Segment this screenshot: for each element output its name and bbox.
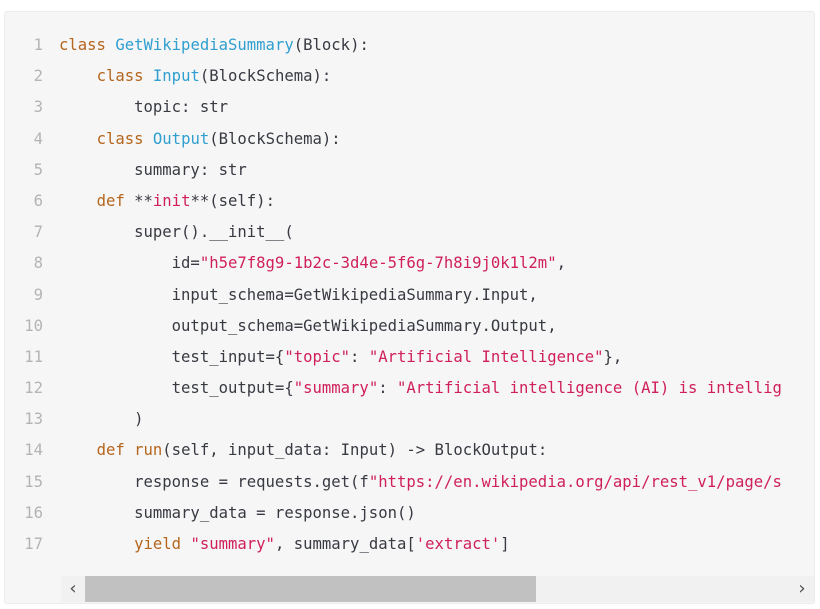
line-number: 6	[33, 191, 43, 210]
line-number: 3	[33, 98, 43, 117]
code-token: **	[134, 191, 153, 210]
code-line: 1 class GetWikipediaSummary(Block):	[5, 30, 814, 61]
code-token: "Artificial intelligence (AI) is intelli…	[397, 379, 782, 398]
code-token: class	[96, 129, 153, 148]
code-line: 6 def **init**(self):	[5, 186, 814, 217]
code-line: 16 summary_data = response.json()	[5, 498, 814, 529]
code-line: 8 id="h5e7f8g9-1b2c-3d4e-5f6g-7h8i9j0k1l…	[5, 248, 814, 279]
code-block: 1 class GetWikipediaSummary(Block): 2 clas…	[4, 11, 815, 604]
code-token: "summary"	[293, 379, 379, 398]
code-line: 4 class Output(BlockSchema):	[5, 124, 814, 155]
code-token: :	[350, 347, 369, 366]
line-number: 15	[24, 472, 43, 491]
code-token: yield	[134, 535, 191, 553]
code-token: Output	[152, 129, 210, 148]
line-number: 2	[33, 67, 43, 86]
code-token: "Artificial Intelligence"	[368, 347, 604, 366]
code-line: 12 test_output={"summary": "Artificial i…	[5, 373, 814, 404]
code-line: 13 )	[5, 404, 814, 435]
code-token: output_schema=GetWikipediaSummary.Output…	[59, 316, 557, 335]
code-token: (BlockSchema):	[209, 129, 341, 148]
code-token: },	[603, 347, 623, 366]
code-line: 15 response = requests.get(f"https://en.…	[5, 467, 814, 498]
line-number: 8	[33, 254, 43, 273]
scroll-right-arrow-icon[interactable]: ›	[798, 578, 806, 599]
code-token	[59, 67, 97, 85]
code-token: ]	[500, 535, 510, 553]
code-line: 9 input_schema=GetWikipediaSummary.Input…	[5, 280, 814, 311]
line-number: 10	[24, 316, 43, 335]
line-number: 9	[33, 285, 43, 304]
line-number: 11	[24, 347, 43, 366]
line-number: 4	[33, 129, 43, 148]
code-token: (BlockSchema):	[199, 67, 332, 86]
code-token: "summary"	[190, 535, 275, 553]
code-token: (Block):	[293, 36, 369, 54]
code-line: 17 yield "summary", summary_data['extrac…	[5, 529, 814, 560]
code-token: class	[96, 67, 153, 86]
code-line: 2 class Input(BlockSchema):	[5, 61, 814, 92]
code-token: "https://en.wikipedia.org/api/rest_v1/pa…	[368, 472, 782, 491]
code-token: summary: str	[59, 160, 247, 179]
code-token: test_output={	[59, 379, 294, 398]
code-line: 3 topic: str	[5, 92, 814, 123]
scrollbar-thumb[interactable]	[85, 576, 537, 602]
code-token: class	[59, 36, 116, 54]
code-token: super().__init__(	[59, 223, 294, 242]
code-line: 10 output_schema=GetWikipediaSummary.Out…	[5, 311, 814, 342]
code-token: input_schema=GetWikipediaSummary.Input,	[59, 285, 538, 304]
code-token: (self, input_data: Input) -> BlockOutput…	[162, 441, 548, 460]
line-number: 16	[24, 503, 43, 522]
code-token: **(self):	[190, 191, 275, 210]
code-token: Input	[152, 67, 200, 86]
code-token: topic: str	[59, 98, 228, 117]
code-token	[59, 441, 97, 459]
code-token: test_input={	[59, 347, 285, 366]
code-token: 'extract'	[415, 535, 501, 553]
code-line: 11 test_input={"topic": "Artificial Inte…	[5, 342, 814, 373]
code-token: :	[378, 379, 397, 398]
code-token	[59, 535, 134, 553]
code-token: GetWikipediaSummary	[115, 36, 294, 54]
code-token: "h5e7f8g9-1b2c-3d4e-5f6g-7h8i9j0k1l2m"	[199, 254, 557, 273]
scroll-left-arrow-icon[interactable]: ‹	[69, 578, 77, 599]
code-line: 7 super().__init__(	[5, 217, 814, 248]
code-line: 14 def run(self, input_data: Input) -> B…	[5, 435, 814, 466]
line-number: 1	[33, 36, 43, 54]
line-number: 14	[24, 441, 43, 460]
code-viewport[interactable]: 1 class GetWikipediaSummary(Block): 2 clas…	[5, 30, 814, 580]
code-line: 5 summary: str	[5, 155, 814, 186]
horizontal-scrollbar[interactable]: ‹ ›	[61, 576, 814, 602]
line-number: 17	[24, 535, 43, 553]
code-token: def	[96, 191, 135, 210]
scrollbar-track[interactable]	[85, 576, 790, 602]
code-token: init	[152, 191, 191, 210]
code-token	[59, 130, 97, 148]
line-number: 7	[33, 223, 43, 242]
line-number: 5	[33, 160, 43, 179]
code-token	[59, 192, 97, 210]
code-token: id=	[59, 254, 200, 273]
line-number: 12	[24, 379, 43, 398]
line-number: 13	[24, 410, 43, 429]
code-token: summary_data = response.json()	[59, 503, 416, 522]
code-token: "topic"	[284, 347, 351, 366]
code-token: , summary_data[	[274, 535, 416, 553]
code-token: )	[59, 410, 144, 429]
code-token: ,	[556, 254, 566, 273]
code-token: def	[96, 441, 135, 460]
code-token: response = requests.get(f	[59, 472, 369, 491]
code-token: run	[134, 441, 163, 460]
